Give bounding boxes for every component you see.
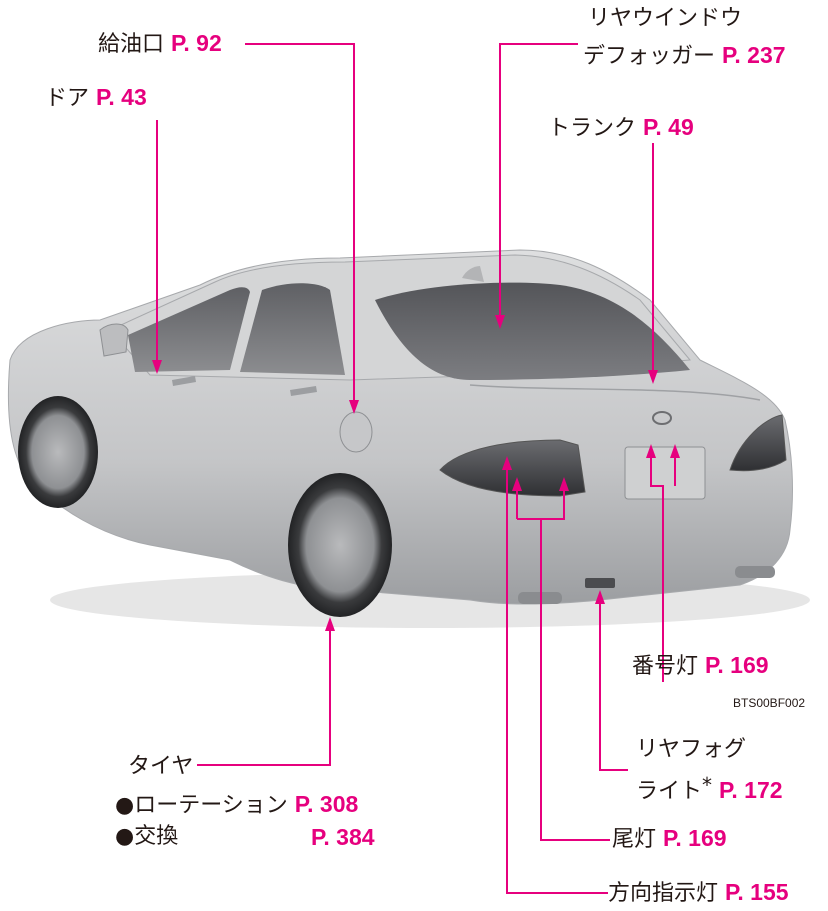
label-fuel-door: 給油口 P. 92 (98, 28, 222, 60)
label-tire-rotation: ●ローテーション P. 308 (115, 789, 358, 821)
label-text: ドア (45, 86, 90, 111)
label-text: トランク (548, 116, 637, 141)
label-text: ●ローテーション (115, 793, 288, 818)
arrow-heads (152, 315, 680, 631)
label-text: リヤウインドウ (588, 6, 743, 31)
right-taillight (729, 414, 787, 472)
label-rear-fog-1: リヤフォグ (636, 735, 746, 765)
page-ref-link[interactable]: P. 169 (663, 825, 727, 851)
page-ref-link[interactable]: P. 155 (725, 879, 789, 905)
page-ref-link[interactable]: P. 172 (719, 777, 783, 803)
label-text: ●交換 (115, 824, 179, 849)
right-exhaust (735, 566, 775, 578)
rear-fog-lamp (585, 578, 615, 588)
page-ref-link[interactable]: P. 308 (294, 791, 359, 817)
rear-windshield (375, 282, 690, 380)
label-rear-window-1: リヤウインドウ (588, 4, 742, 34)
page-ref-link[interactable]: P. 237 (722, 42, 786, 68)
label-text: タイヤ (128, 754, 194, 779)
page-ref-link[interactable]: P. 49 (643, 114, 694, 140)
label-rear-fog-light: ライト* P. 172 (636, 770, 783, 807)
label-text: デフォッガー (583, 44, 716, 69)
left-taillight (439, 439, 586, 497)
label-text: 方向指示灯 (608, 881, 719, 906)
label-tail-light: 尾灯 P. 169 (612, 823, 727, 855)
label-text: リヤフォグ (636, 737, 747, 762)
asterisk-note: * (702, 773, 713, 797)
side-mirror (99, 323, 129, 357)
door-handle-rear (290, 386, 317, 396)
label-rear-window-defogger: デフォッガー P. 237 (583, 40, 786, 72)
label-text: 尾灯 (612, 827, 657, 852)
label-text: 番号灯 (632, 654, 699, 679)
front-side-window (128, 287, 250, 372)
label-turn-signal: 方向指示灯 P. 155 (608, 877, 789, 909)
label-text: ライト (636, 779, 703, 804)
leader-lines (156, 43, 676, 894)
page-ref-link[interactable]: P. 169 (705, 652, 769, 678)
page-ref-link[interactable]: P. 92 (171, 30, 222, 56)
emblem (652, 411, 672, 425)
figure-code: BTS00BF002 (733, 696, 806, 710)
label-tire-replacement: ●交換 P. 384 (115, 822, 405, 852)
label-license-plate-light: 番号灯 P. 169 (632, 650, 769, 682)
label-tire: タイヤ (128, 752, 193, 782)
label-door: ドア P. 43 (45, 82, 147, 114)
trunk-line (469, 384, 761, 401)
fuel-lid (339, 411, 373, 453)
rear-wheel (288, 473, 392, 617)
page-ref-link[interactable]: P. 384 (311, 824, 375, 850)
page-ref-link[interactable]: P. 43 (96, 84, 147, 110)
label-trunk: トランク P. 49 (548, 112, 694, 144)
front-wheel (18, 396, 98, 508)
license-plate-recess (624, 446, 706, 500)
rear-side-window (240, 283, 345, 375)
antenna (462, 266, 484, 282)
door-handle-front (172, 376, 196, 386)
label-text: 給油口 (98, 32, 165, 57)
